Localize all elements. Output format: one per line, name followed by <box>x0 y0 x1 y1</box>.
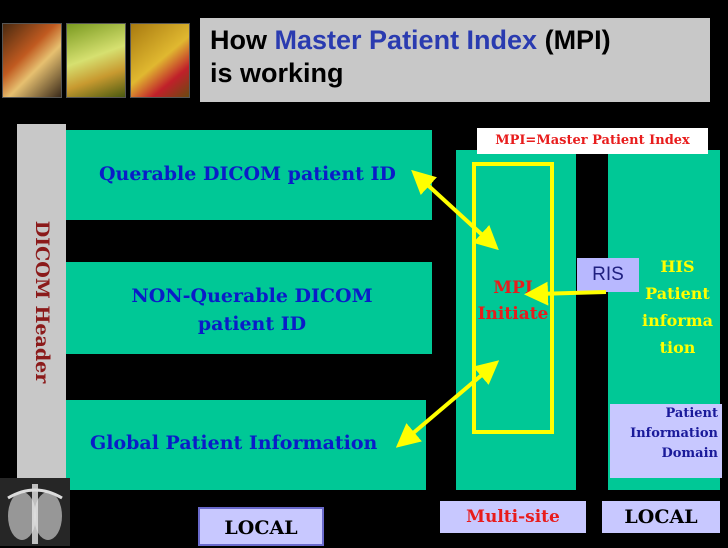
chest-xray-graphic <box>0 478 70 546</box>
mpi-frame <box>472 162 554 434</box>
non-querable-id-box <box>66 262 432 354</box>
multisite-label: Multi-site <box>440 501 586 533</box>
local-left-label: LOCAL <box>198 507 324 546</box>
global-info-label: Global Patient Information <box>90 432 378 454</box>
title-prefix: How <box>210 25 275 55</box>
global-info-box <box>66 400 426 490</box>
pill-bottle-image <box>66 23 126 98</box>
arrow-global-to-mpi <box>395 360 500 448</box>
mpi-initiate-label: MPI Initiate <box>477 278 549 324</box>
non-querable-id-label: NON-Querable DICOM patient ID <box>131 285 373 335</box>
arrow-his-to-mpi <box>524 281 607 306</box>
title-highlight: Master Patient Index <box>274 25 538 55</box>
arrow-querable-to-mpi <box>411 169 499 251</box>
chest-xray-image <box>0 478 70 546</box>
his-label: HIS Patient informa tion <box>642 257 713 357</box>
stethoscope-image <box>130 23 190 98</box>
medicine-bottles-image <box>2 23 62 98</box>
dicom-header-bar <box>17 124 66 480</box>
title-banner <box>200 18 710 102</box>
title-suffix: (MPI) <box>537 25 611 55</box>
page-title: How Master Patient Index (MPI) is workin… <box>210 24 710 90</box>
querable-id-box <box>66 130 432 220</box>
patient-domain-label: Patient Information Domain <box>610 404 722 478</box>
querable-id-label: Querable DICOM patient ID <box>99 163 396 185</box>
local-right-label: LOCAL <box>602 501 720 533</box>
ris-label: RIS <box>577 258 639 292</box>
mpi-definition-label: MPI=Master Patient Index <box>477 128 708 154</box>
title-line2: is working <box>210 58 344 88</box>
